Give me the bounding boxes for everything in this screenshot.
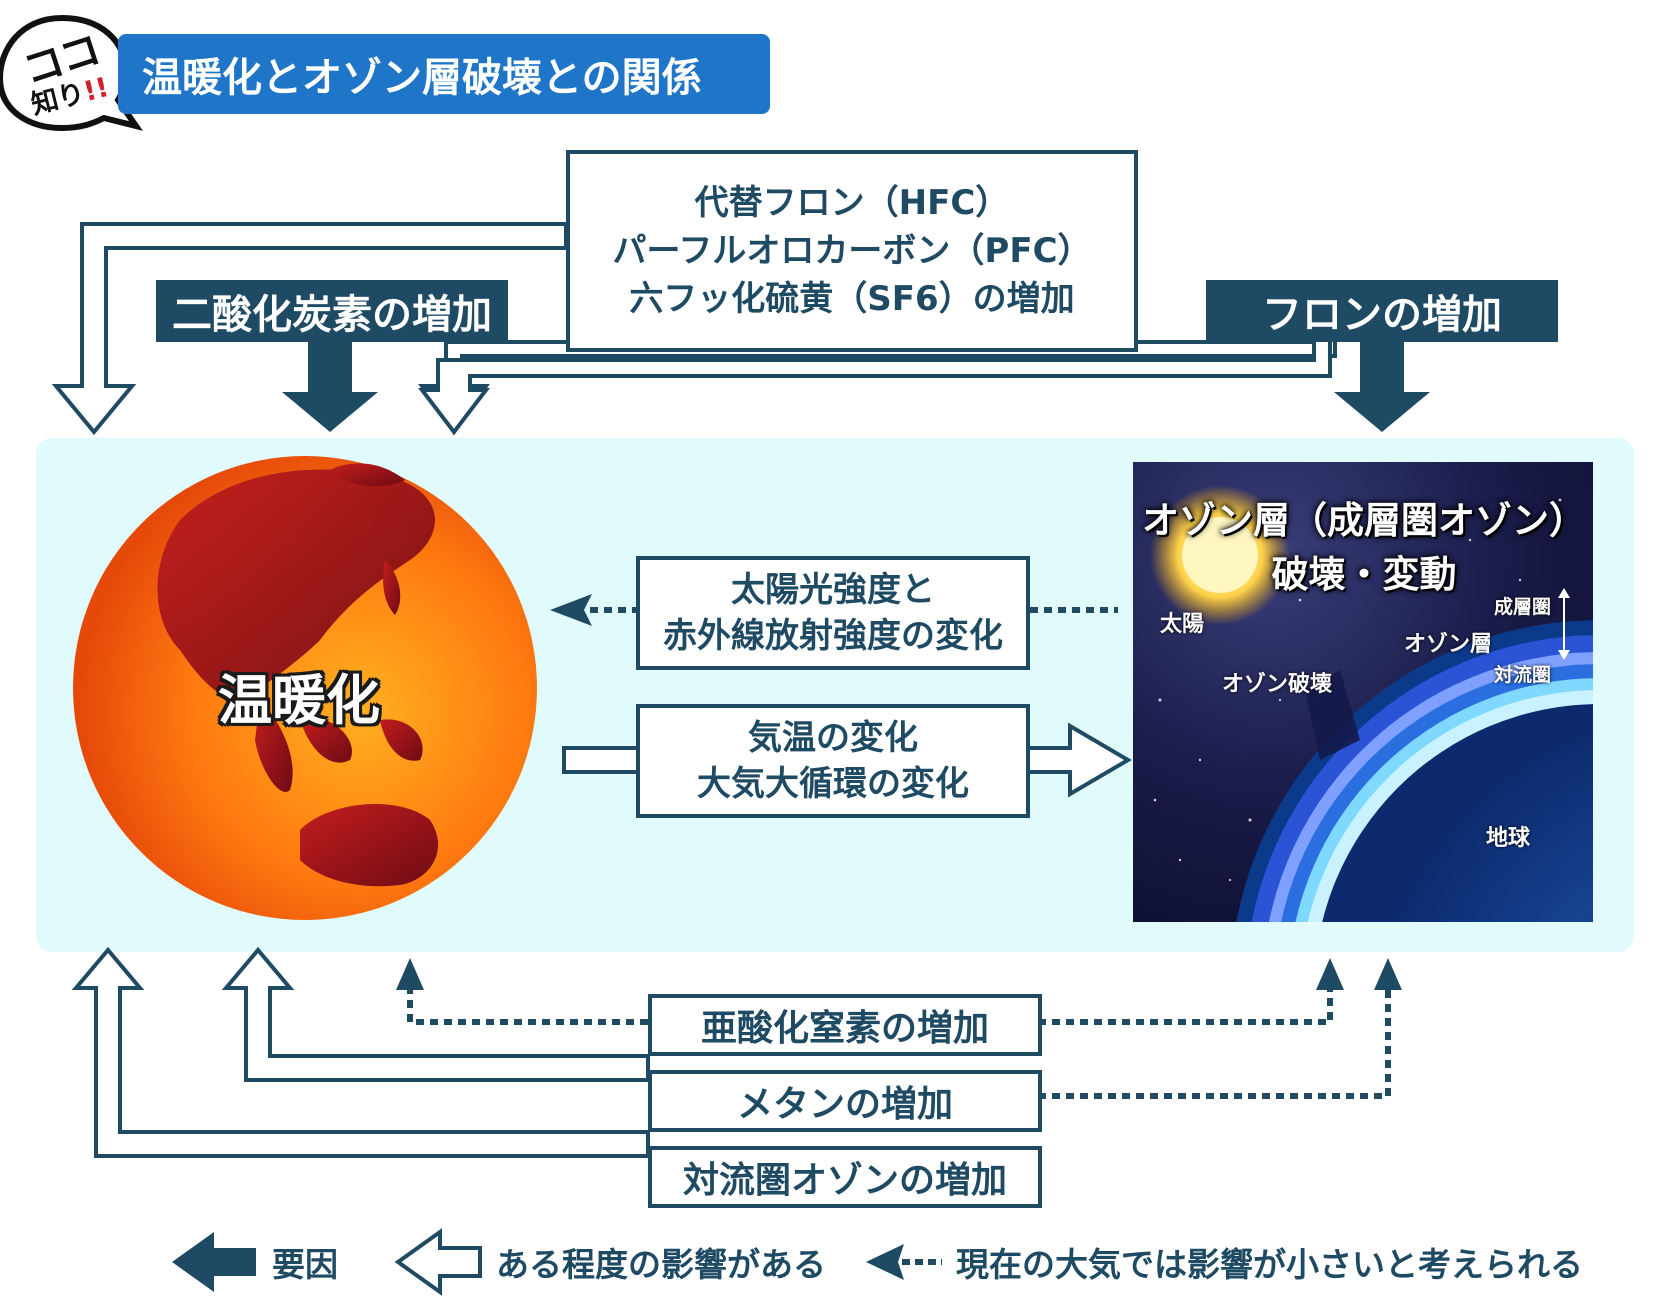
hollow-arrow-methane [221, 946, 650, 1082]
planet-earth-label: 地球 [1486, 826, 1531, 851]
freon-increase-box: フロンの増加 [1206, 280, 1558, 342]
solid-arrow-freon [1334, 342, 1430, 432]
dotted-line-n2o-left [407, 990, 648, 1025]
solar-line-2: 赤外線放射強度の変化 [663, 616, 1003, 656]
ozone-layer-illustration [1133, 462, 1593, 922]
dotted-arrowhead-solar [550, 594, 592, 626]
solar-line-1: 太陽光強度と [731, 570, 935, 610]
global-warming-label: 温暖化 [218, 669, 380, 732]
ozone-panel-title-1: オゾン層（成層圏オゾン） [1142, 499, 1586, 542]
temperature-change-box: 気温の変化 大気大循環の変化 [636, 704, 1030, 818]
ozone-panel-title-2: 破壊・変動 [1271, 553, 1457, 596]
n2o-increase-box: 亜酸化窒素の増加 [648, 994, 1042, 1056]
temperature-line-1: 気温の変化 [748, 718, 918, 758]
legend-cause-label: 要因 [272, 1245, 338, 1284]
substitute-freon-line-2: パーフルオロカーボン（PFC） [612, 231, 1092, 271]
dotted-line-methane-right [1038, 990, 1391, 1099]
legend-hollow-arrow-icon [394, 1228, 482, 1296]
legend-dotted-arrow-icon [866, 1244, 904, 1280]
legend-solid-arrow-icon [172, 1232, 256, 1292]
sun-label: 太陽 [1160, 612, 1205, 637]
legend-small-effect-label: 現在の大気では影響が小さいと考えられる [956, 1245, 1583, 1284]
page-title: 温暖化とオゾン層破壊との関係 [118, 34, 770, 114]
hollow-arrow-freon-left-b [417, 338, 1332, 436]
ozone-layer-label: オゾン層 [1404, 632, 1493, 657]
temperature-line-2: 大気大循環の変化 [697, 764, 969, 804]
hollow-arrow-tropo-ozone [71, 946, 650, 1158]
legend-some-effect-label: ある程度の影響がある [496, 1245, 826, 1284]
solid-arrow-co2 [282, 342, 378, 432]
hollow-arrow-substitute-left [51, 222, 568, 436]
dotted-arrowhead-n2o-left [396, 958, 424, 990]
methane-increase-box: メタンの増加 [648, 1070, 1042, 1132]
substitute-freon-box: 代替フロン（HFC） パーフルオロカーボン（PFC） 六フッ化硫黄（SF6）の増… [566, 150, 1138, 352]
substitute-freon-line-3: 六フッ化硫黄（SF6）の増加 [629, 279, 1075, 319]
stratosphere-label: 成層圏 [1494, 596, 1552, 618]
co2-increase-box: 二酸化炭素の増加 [156, 280, 508, 342]
troposphere-label: 対流圏 [1494, 664, 1552, 686]
solar-intensity-box: 太陽光強度と 赤外線放射強度の変化 [636, 556, 1030, 670]
dotted-arrowhead-n2o-right [1316, 958, 1344, 990]
dotted-line-n2o-right [1038, 990, 1333, 1025]
tropospheric-ozone-increase-box: 対流圏オゾンの増加 [648, 1146, 1042, 1208]
ozone-destruction-label: オゾン破壊 [1222, 672, 1333, 697]
dotted-arrowhead-methane-right [1374, 958, 1402, 990]
substitute-freon-line-1: 代替フロン（HFC） [694, 183, 1010, 223]
earth-globe [73, 456, 537, 920]
